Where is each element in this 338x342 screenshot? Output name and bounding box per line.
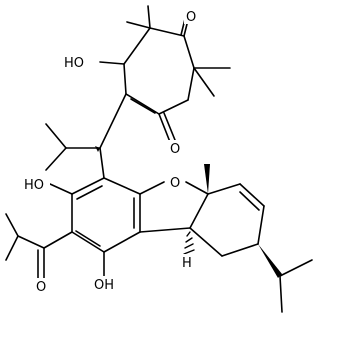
bond-ar-3	[103, 231, 141, 253]
stereo-wedge-methyl	[204, 164, 210, 194]
bond-phenol-oh	[49, 183, 73, 195]
bond-isopropyl-a	[45, 123, 67, 149]
bond-furan-4	[139, 227, 191, 233]
label-oh-top: HO	[64, 56, 84, 71]
bond-acyl-me-1	[5, 213, 19, 237]
label-bg-o-ketone-lower	[168, 140, 182, 156]
bond-c3-c4-b	[123, 27, 151, 65]
bond-c4-c5	[125, 93, 160, 115]
bond-c5-c6	[158, 99, 189, 115]
label-bg-o-furan	[168, 174, 184, 190]
bond-c1-c2	[183, 35, 195, 69]
label-bg-o-acyl	[34, 278, 48, 294]
label-o-acyl: O	[36, 280, 46, 295]
label-bg-oh-bottom	[92, 276, 120, 292]
bond-furan-1	[139, 181, 165, 195]
bond-isopropyl-b	[45, 147, 67, 171]
atom-labels: HO O O O HO OH O H	[22, 8, 198, 295]
bond-c2-c3	[149, 27, 185, 37]
hatch-3	[184, 243, 194, 249]
hatch-4	[183, 249, 195, 255]
bond-chx-4	[221, 243, 259, 257]
bond-methyl-2	[126, 21, 151, 29]
bond-acyl-ch	[17, 235, 45, 249]
bond-ipr-b	[279, 275, 283, 313]
bond-furan-3	[189, 193, 209, 229]
bond-chx-2	[239, 183, 265, 207]
cyclohexene-ring	[183, 183, 313, 313]
bond-ipr-a	[279, 259, 313, 277]
bond-enol-oh	[99, 61, 125, 65]
bond-ar-4-double	[75, 230, 101, 247]
bond-ar-6	[71, 177, 105, 195]
label-oh-left: HO	[24, 178, 44, 193]
label-bg-oh-top	[62, 54, 88, 70]
label-o-ketone-lower: O	[170, 142, 180, 157]
cyclohexenedione-ring	[99, 5, 231, 143]
label-o-furan: O	[170, 176, 180, 191]
label-bg-o-ketone-right	[184, 8, 198, 24]
bond-acyl-c	[43, 231, 73, 249]
linker-methine	[45, 93, 127, 179]
bond-acyl-me-2	[5, 235, 19, 261]
hatch-1	[186, 231, 191, 237]
label-oh-bottom: OH	[94, 278, 114, 293]
bond-ar-1	[103, 177, 141, 195]
bond-c3-c4	[123, 63, 127, 95]
bond-ketone-b	[158, 113, 171, 143]
bond-ar-4	[71, 231, 105, 253]
aromatic-ring	[5, 177, 141, 279]
bond-furan-2	[185, 181, 209, 195]
bond-methine-arene	[99, 147, 105, 179]
label-o-ketone-right: O	[186, 10, 196, 25]
bond-methyl-1	[147, 5, 151, 29]
stereo-wedge-isopropyl	[258, 244, 282, 278]
label-bg-oh-left	[22, 176, 50, 192]
bond-ring-methine	[99, 93, 127, 149]
bond-chx-1	[207, 183, 241, 195]
bond-chx-5	[189, 227, 223, 257]
bond-chx-2-double	[239, 191, 260, 211]
bond-chx-3	[257, 205, 265, 245]
bond-ketone-b-double	[163, 112, 176, 141]
dihydrofuran-ring	[139, 164, 210, 233]
stereo-wedge-linker	[95, 146, 100, 152]
bond-ar-6-double	[76, 185, 103, 200]
hatch-2	[185, 237, 193, 243]
label-bg-h-stereo	[180, 254, 194, 270]
bond-c6-c1	[187, 67, 195, 101]
bond-c4-c5-double	[130, 98, 156, 114]
label-h-stereo: H	[182, 256, 192, 271]
bond-methyl-4	[193, 67, 215, 97]
